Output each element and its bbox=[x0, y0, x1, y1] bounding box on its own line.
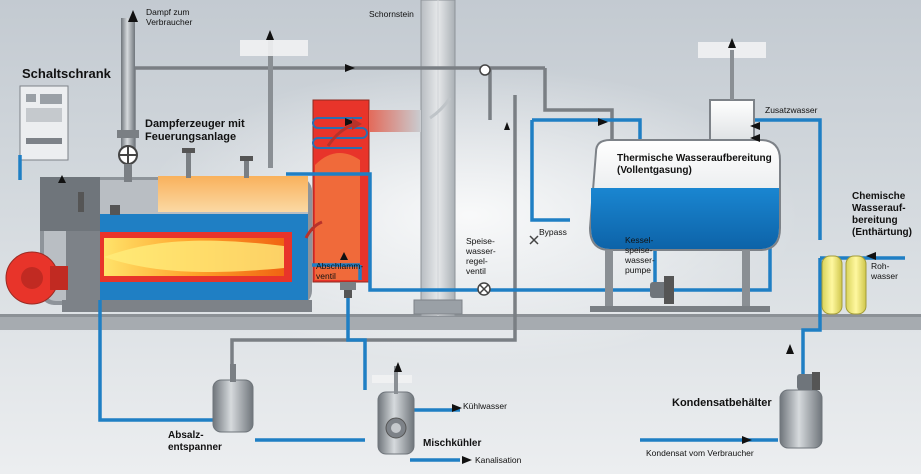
label-speise-2: wasser- bbox=[466, 246, 496, 256]
valve-icon bbox=[118, 145, 138, 182]
label-kessel-2: speise- bbox=[625, 245, 653, 255]
label-chemische-3: bereitung bbox=[852, 215, 898, 226]
label-dampf-1: Dampf zum bbox=[146, 7, 190, 17]
valve-icon bbox=[477, 64, 491, 296]
steam-riser bbox=[117, 18, 139, 148]
label-kessel-4: pumpe bbox=[625, 265, 651, 275]
label-absalz-2: entspanner bbox=[168, 442, 222, 453]
blowdown-flash-tank bbox=[212, 364, 254, 433]
label-schaltschrank: Schaltschrank bbox=[22, 66, 111, 81]
chimney bbox=[413, 0, 463, 317]
label-chemische-4: (Enthärtung) bbox=[852, 227, 912, 238]
label-kondensat-verbraucher: Kondensat vom Verbraucher bbox=[646, 448, 754, 458]
label-speise-1: Speise- bbox=[466, 236, 495, 246]
valve-icon bbox=[340, 282, 356, 298]
label-rohwasser-2: wasser bbox=[871, 271, 898, 281]
gauge-icon bbox=[78, 148, 253, 215]
label-kanalisation: Kanalisation bbox=[475, 455, 522, 465]
arrow-icon bbox=[58, 10, 876, 464]
water-softener bbox=[821, 255, 867, 315]
condensate-tank bbox=[779, 372, 823, 449]
water-piping bbox=[18, 118, 905, 462]
label-dampferzeuger-2: Feuerungsanlage bbox=[145, 131, 237, 143]
label-mischkuehler: Mischkühler bbox=[423, 438, 482, 449]
control-cabinet bbox=[19, 85, 69, 161]
label-kessel-3: wasser- bbox=[625, 255, 655, 265]
label-bypass: Bypass bbox=[539, 227, 567, 237]
floor-slab bbox=[0, 314, 921, 330]
label-kessel-1: Kessel- bbox=[625, 235, 654, 245]
label-zusatzwasser: Zusatzwasser bbox=[765, 105, 818, 115]
mixing-cooler bbox=[372, 366, 415, 455]
boiler bbox=[40, 176, 312, 312]
pump-icon bbox=[650, 276, 674, 304]
valve-icon bbox=[529, 235, 539, 245]
label-speise-3: regel- bbox=[466, 256, 488, 266]
label-thermische-2: (Vollentgasung) bbox=[617, 165, 692, 176]
label-absalz-1: Absalz- bbox=[168, 430, 204, 441]
burner-fan-icon bbox=[5, 251, 68, 305]
label-thermische-1: Thermische Wasseraufbereitung bbox=[617, 153, 772, 164]
label-chemische-1: Chemische bbox=[852, 191, 906, 202]
label-chemische-2: Wasserauf- bbox=[852, 203, 906, 214]
label-dampf-2: Verbraucher bbox=[146, 17, 193, 27]
label-speise-4: ventil bbox=[466, 266, 486, 276]
label-rohwasser-1: Roh- bbox=[871, 261, 890, 271]
label-dampferzeuger-1: Dampferzeuger mit bbox=[145, 118, 245, 130]
label-kuehlwasser: Kühlwasser bbox=[463, 401, 507, 411]
label-schornstein: Schornstein bbox=[369, 9, 414, 19]
label-abschlamm-1: Abschlamm- bbox=[316, 261, 364, 271]
label-abschlamm-2: ventil bbox=[316, 271, 336, 281]
deaerator bbox=[588, 42, 781, 312]
label-kondensatbehaelter: Kondensatbehälter bbox=[672, 397, 772, 409]
